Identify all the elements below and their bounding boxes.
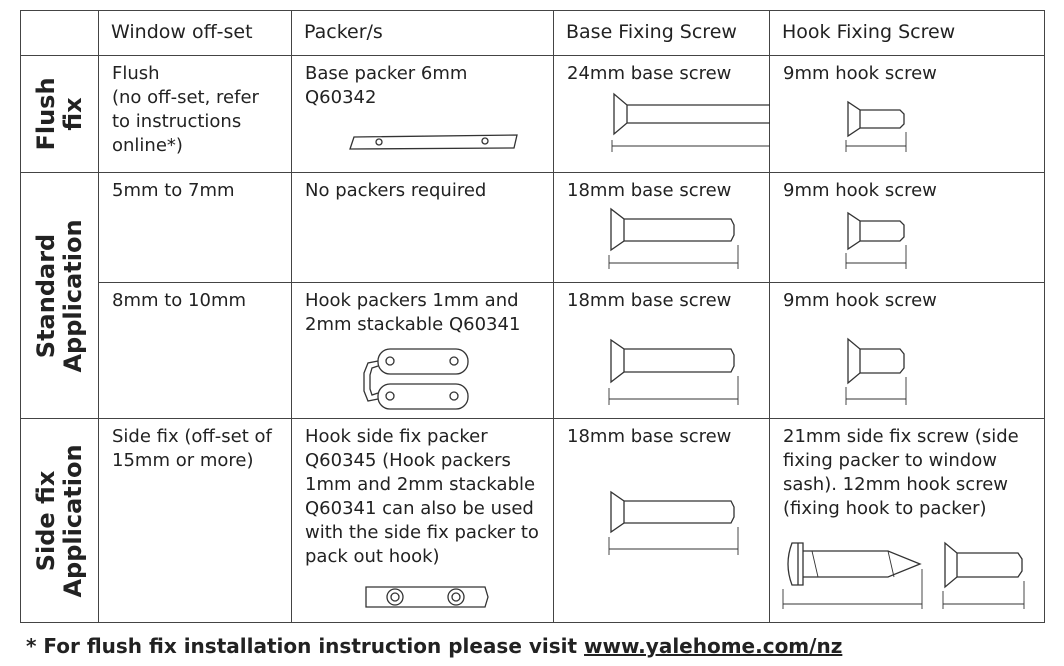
offset-cell: 5mm to 7mm	[98, 172, 292, 283]
side-fix-packer-icon	[365, 586, 489, 608]
screw-specification-table: Window off-set Packer/s Base Fixing Scre…	[20, 10, 1045, 623]
table-row: Flush fix Flush (no off-set, refer to in…	[20, 55, 1045, 173]
offset-text: Side fix (off-set of 15mm or more)	[112, 426, 272, 471]
group-label-text: Standard Application	[31, 218, 87, 373]
hook-screw-9mm-icon	[845, 100, 907, 152]
base-screw-18mm-icon	[608, 338, 739, 405]
base-screw-text: 24mm base screw	[567, 63, 732, 84]
base-screw-text: 18mm base screw	[567, 290, 732, 311]
group-label-flush-fix: Flush fix	[20, 55, 99, 173]
hook-screw-text: 9mm hook screw	[783, 63, 937, 84]
packer-cell: Base packer 6mm Q60342	[291, 55, 554, 173]
group-label-side-fix-application: Side fix Application	[20, 418, 99, 623]
offset-text: Flush (no off-set, refer to instructions…	[112, 63, 259, 156]
group-label-text: Flush fix	[31, 77, 87, 151]
hook-screw-9mm-icon	[845, 337, 907, 405]
side-fix-and-hook-screws-icon	[782, 541, 1025, 609]
header-base-fixing-screw: Base Fixing Screw	[553, 10, 770, 56]
packer-text: Base packer 6mm Q60342	[305, 63, 468, 108]
packer-text: Hook packers 1mm and 2mm stackable Q6034…	[305, 290, 521, 335]
hook-screw-cell: 9mm hook screw	[769, 172, 1045, 283]
yalehome-link[interactable]: www.yalehome.com/nz	[584, 634, 843, 658]
hook-screw-cell: 21mm side fix screw (side fixing packer …	[769, 418, 1045, 623]
offset-cell: Flush (no off-set, refer to instructions…	[98, 55, 292, 173]
hook-screw-cell: 9mm hook screw	[769, 55, 1045, 173]
base-screw-18mm-icon	[608, 490, 739, 555]
group-label-standard-application: Standard Application	[20, 172, 99, 419]
footer-note: * For flush fix installation instruction…	[26, 634, 842, 658]
table-row: 8mm to 10mm Hook packers 1mm and 2mm sta…	[21, 282, 1045, 419]
header-hook-fixing-screw: Hook Fixing Screw	[769, 10, 1045, 56]
footer-text: * For flush fix installation instruction…	[26, 634, 585, 658]
packer-text: No packers required	[305, 180, 487, 201]
offset-text: 8mm to 10mm	[112, 290, 247, 311]
header-row: Window off-set Packer/s Base Fixing Scre…	[20, 10, 1045, 56]
header-window-offset: Window off-set	[98, 10, 292, 56]
base-screw-text: 18mm base screw	[567, 426, 732, 447]
hook-packers-icon	[363, 348, 469, 410]
hook-screw-cell: 9mm hook screw	[769, 282, 1045, 419]
packer-text: Hook side fix packer Q60345 (Hook packer…	[305, 426, 539, 567]
base-screw-cell: 18mm base screw	[553, 418, 770, 623]
hook-screw-9mm-icon	[845, 211, 907, 269]
packer-cell: Hook packers 1mm and 2mm stackable Q6034…	[291, 282, 554, 419]
base-screw-cell: 24mm base screw	[553, 55, 770, 173]
hook-screw-text: 21mm side fix screw (side fixing packer …	[783, 426, 1019, 519]
base-screw-24mm-icon	[611, 92, 770, 152]
offset-text: 5mm to 7mm	[112, 180, 235, 201]
packer-cell: Hook side fix packer Q60345 (Hook packer…	[291, 418, 554, 623]
table-row: Side fix Application Side fix (off-set o…	[20, 418, 1045, 623]
table-row: Standard Application 5mm to 7mm No packe…	[20, 172, 1045, 419]
header-packers: Packer/s	[291, 10, 554, 56]
hook-screw-text: 9mm hook screw	[783, 180, 937, 201]
base-screw-cell: 18mm base screw	[553, 172, 770, 283]
base-packer-icon	[349, 134, 518, 150]
base-screw-18mm-icon	[608, 207, 739, 269]
offset-cell: 8mm to 10mm	[98, 282, 292, 419]
hook-screw-text: 9mm hook screw	[783, 290, 937, 311]
offset-cell: Side fix (off-set of 15mm or more)	[98, 418, 292, 623]
header-blank	[20, 10, 99, 56]
base-screw-cell: 18mm base screw	[553, 282, 770, 419]
base-screw-text: 18mm base screw	[567, 180, 732, 201]
group-label-text: Side fix Application	[31, 443, 87, 598]
packer-cell: No packers required	[291, 172, 554, 283]
